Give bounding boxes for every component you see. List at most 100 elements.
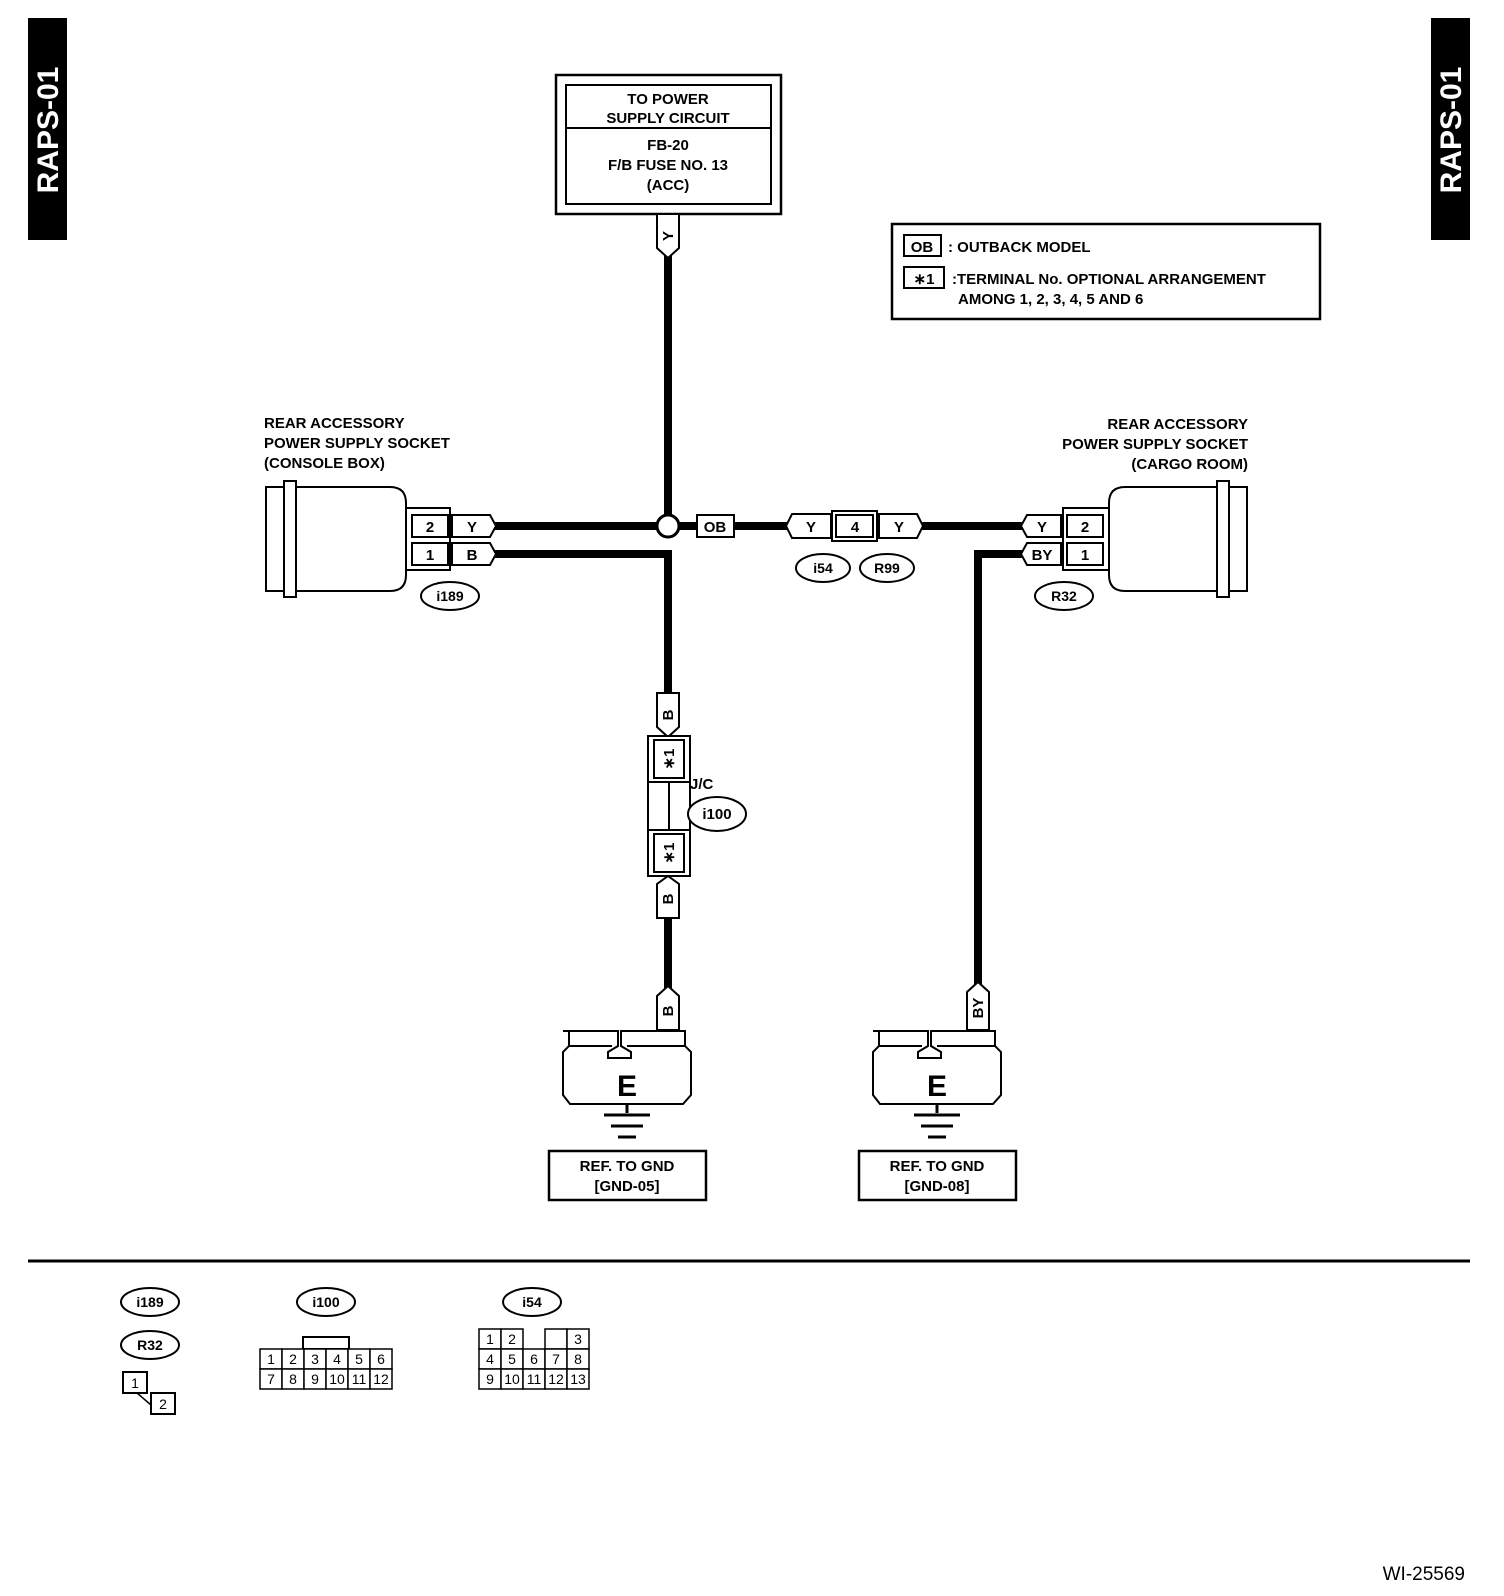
cv-i54-pin-4: 4 bbox=[486, 1351, 494, 1367]
legend-box: OB : OUTBACK MODEL ∗1 :TERMINAL No. OPTI… bbox=[890, 222, 1322, 321]
right-socket-label-line2: POWER SUPPLY SOCKET bbox=[1062, 436, 1248, 453]
cv-i100-pin-5: 5 bbox=[355, 1351, 363, 1367]
wires bbox=[493, 224, 1025, 1004]
connector-view-i189-r32: i189 R32 1 2 bbox=[120, 1287, 180, 1415]
cv-i100-pin-12-cell bbox=[369, 1368, 393, 1390]
cv-i100-pin-3: 3 bbox=[311, 1351, 319, 1367]
cv-i54-pin-5: 5 bbox=[508, 1351, 516, 1367]
cv-i189-pin-2: 2 bbox=[159, 1396, 167, 1412]
cv-i54-label: i54 bbox=[522, 1294, 542, 1310]
side-tab-left-text: RAPS-01 bbox=[32, 67, 65, 194]
cv-i100-label: i100 bbox=[312, 1294, 339, 1310]
right-pin-top: 2 bbox=[1081, 519, 1089, 536]
cv-i100-pin-4: 4 bbox=[333, 1351, 341, 1367]
cv-i54-pin-7: 7 bbox=[552, 1351, 560, 1367]
left-wire-top: Y bbox=[467, 519, 477, 536]
cv-i100-pin-10: 10 bbox=[329, 1371, 345, 1387]
ob-tag-text: OB bbox=[704, 519, 727, 536]
left-socket: REAR ACCESSORY POWER SUPPLY SOCKET (CONS… bbox=[264, 415, 498, 611]
side-tab-right-text: RAPS-01 bbox=[1435, 67, 1468, 194]
cv-i100-pin-12: 12 bbox=[373, 1371, 389, 1387]
side-tab-left: RAPS-01 bbox=[28, 18, 67, 240]
side-tab-right: RAPS-01 bbox=[1431, 18, 1470, 240]
cv-i54-pin-11: 11 bbox=[527, 1371, 542, 1387]
left-pin-bottom: 1 bbox=[426, 547, 434, 564]
mid-conn-left: i54 bbox=[813, 560, 833, 576]
cv-i54-pin-6: 6 bbox=[530, 1351, 538, 1367]
cv-i189-pin-1: 1 bbox=[131, 1375, 139, 1391]
ob-tag: OB bbox=[696, 514, 735, 538]
ground-right-ref-line1: REF. TO GND bbox=[890, 1158, 985, 1175]
mid-wire-right: Y bbox=[894, 519, 904, 536]
right-socket-label-line3: (CARGO ROOM) bbox=[1131, 456, 1248, 473]
jc-connector: i100 bbox=[702, 806, 731, 823]
right-socket-label-line1: REAR ACCESSORY bbox=[1107, 416, 1248, 433]
mid-wire-left: Y bbox=[806, 519, 816, 536]
cv-i100-pin-11: 11 bbox=[352, 1371, 367, 1387]
cv-i54-pin-2: 2 bbox=[508, 1331, 516, 1347]
gnd-left-upper-tag: B bbox=[660, 709, 677, 720]
ground-left: E REF. TO GND [GND-05] bbox=[547, 1030, 708, 1202]
cv-i100-pin-1: 1 bbox=[267, 1351, 275, 1367]
cv-i54-pin-1: 1 bbox=[486, 1331, 494, 1347]
jc-star-bottom: ∗1 bbox=[661, 843, 678, 864]
left-socket-label-line1: REAR ACCESSORY bbox=[264, 415, 405, 432]
cv-i54-pin-3: 3 bbox=[574, 1331, 582, 1347]
gnd-right-bottom-tag: BY bbox=[970, 998, 987, 1019]
cv-i54-pin-13-cell bbox=[566, 1368, 590, 1390]
left-wire-bottom: B bbox=[467, 547, 478, 564]
jc-label: J/C bbox=[690, 776, 714, 793]
left-socket-connector: i189 bbox=[436, 588, 463, 604]
power-body-line2: F/B FUSE NO. 13 bbox=[608, 157, 728, 174]
jc-branch: B ∗1 ∗1 B J/C i100 bbox=[647, 692, 747, 919]
legend-star-tag: ∗1 bbox=[914, 271, 935, 288]
ground-right: E REF. TO GND [GND-08] bbox=[857, 1030, 1018, 1202]
figure-id: WI-25569 bbox=[1383, 1564, 1465, 1585]
legend-ob-text: : OUTBACK MODEL bbox=[948, 239, 1091, 256]
cv-i54-pin-12: 12 bbox=[548, 1371, 564, 1387]
right-wire-bottom: BY bbox=[1032, 547, 1053, 564]
gnd-left-lower-tag: B bbox=[660, 893, 677, 904]
cv-i54-pin-8: 8 bbox=[574, 1351, 582, 1367]
wire-tag-power-drop-text: Y bbox=[660, 231, 677, 241]
gnd-left-bottom-tag: B bbox=[660, 1005, 677, 1016]
power-header-line1: TO POWER bbox=[627, 91, 709, 108]
ground-left-ref-line1: REF. TO GND bbox=[580, 1158, 675, 1175]
legend-star-text-line2: AMONG 1, 2, 3, 4, 5 AND 6 bbox=[958, 291, 1143, 308]
cv-i54-blank-cell bbox=[544, 1328, 568, 1350]
right-socket: REAR ACCESSORY POWER SUPPLY SOCKET (CARG… bbox=[1019, 416, 1248, 611]
power-supply-box: TO POWER SUPPLY CIRCUIT FB-20 F/B FUSE N… bbox=[554, 73, 783, 216]
right-wire-top: Y bbox=[1037, 519, 1047, 536]
cv-i100-pin-6: 6 bbox=[377, 1351, 385, 1367]
splice-node bbox=[655, 513, 681, 539]
left-socket-label-line3: (CONSOLE BOX) bbox=[264, 455, 385, 472]
mid-connector: Y 4 Y i54 R99 bbox=[784, 510, 925, 583]
wire-tag-power-drop: Y bbox=[656, 213, 680, 260]
mid-conn-right: R99 bbox=[874, 560, 900, 576]
ground-right-symbol: E bbox=[927, 1070, 947, 1103]
cv-i100-pin-7: 7 bbox=[267, 1371, 275, 1387]
cv-i100-pin-8: 8 bbox=[289, 1371, 297, 1387]
left-pin-top: 2 bbox=[426, 519, 434, 536]
power-header-line2: SUPPLY CIRCUIT bbox=[606, 110, 729, 127]
cv-i54-pin-10: 10 bbox=[504, 1371, 520, 1387]
ground-right-ref-line2: [GND-08] bbox=[904, 1178, 969, 1195]
jc-star-top: ∗1 bbox=[661, 749, 678, 770]
mid-pin: 4 bbox=[851, 519, 860, 536]
left-socket-label-line2: POWER SUPPLY SOCKET bbox=[264, 435, 450, 452]
cv-i54-pin-9: 9 bbox=[486, 1371, 494, 1387]
right-pin-bottom: 1 bbox=[1081, 547, 1089, 564]
right-socket-connector: R32 bbox=[1051, 588, 1077, 604]
legend-star-text-line1: :TERMINAL No. OPTIONAL ARRANGEMENT bbox=[952, 271, 1266, 288]
ground-left-symbol: E bbox=[617, 1070, 637, 1103]
power-body-line3: (ACC) bbox=[647, 177, 690, 194]
gnd-right-bottom-tag-group: BY bbox=[966, 980, 990, 1031]
gnd-left-bottom-tag-group: B bbox=[656, 984, 680, 1031]
cv-i189-label: i189 bbox=[136, 1294, 163, 1310]
cv-r32-label: R32 bbox=[137, 1337, 163, 1353]
